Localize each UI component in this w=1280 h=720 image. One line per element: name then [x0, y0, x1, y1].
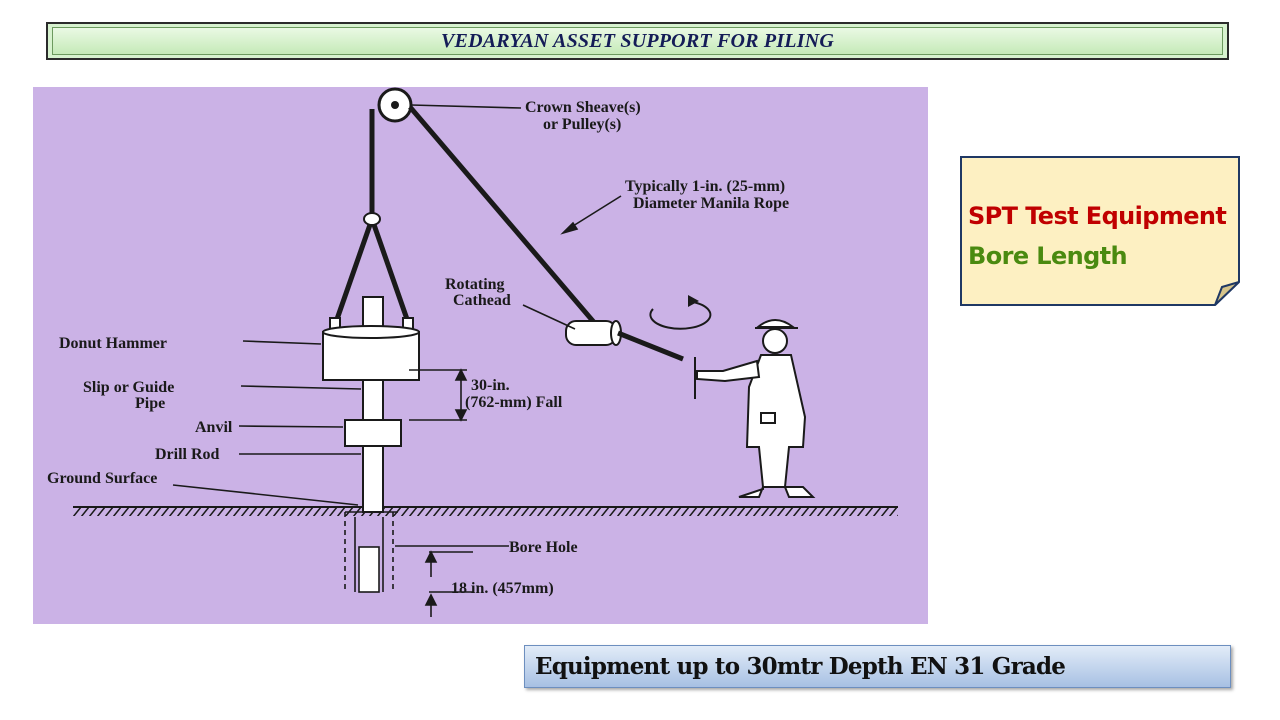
- leader-lines: [172, 104, 622, 617]
- rotating-cathead: [565, 295, 712, 362]
- label-drill-rod: Drill Rod: [155, 446, 220, 463]
- tripod-legs: [333, 109, 411, 323]
- callout-note: SPT Test Equipment Bore Length: [960, 156, 1240, 306]
- label-crown-sheave-2: or Pulley(s): [543, 116, 621, 133]
- ground-surface-line: [73, 506, 898, 516]
- label-fall-2: (762-mm) Fall: [465, 394, 563, 411]
- label-slip-guide-pipe-2: Pipe: [135, 395, 165, 412]
- donut-hammer: [322, 331, 420, 381]
- title-bar: VEDARYAN ASSET SUPPORT FOR PILING: [46, 22, 1229, 60]
- equipment-banner: Equipment up to 30mtr Depth EN 31 Grade: [524, 645, 1231, 688]
- callout-subtitle: Bore Length: [968, 242, 1128, 270]
- page-title: VEDARYAN ASSET SUPPORT FOR PILING: [52, 27, 1223, 55]
- note-shape: [960, 156, 1240, 306]
- worker-figure: [694, 319, 816, 498]
- label-ground-surface: Ground Surface: [47, 470, 157, 487]
- sheave-axle: [391, 101, 399, 109]
- bore-hole: [344, 511, 398, 593]
- label-donut-hammer: Donut Hammer: [59, 335, 167, 352]
- callout-title: SPT Test Equipment: [968, 202, 1227, 230]
- drill-rod: [362, 445, 384, 513]
- label-anvil: Anvil: [195, 419, 233, 436]
- label-cathead-2: Cathead: [453, 292, 511, 309]
- rope-clamp: [363, 212, 381, 226]
- label-fall: 30-in.: [471, 377, 510, 394]
- label-sampler-length: 18 in. (457mm): [451, 580, 554, 597]
- label-bore-hole: Bore Hole: [509, 539, 578, 556]
- donut-hammer-top: [322, 325, 420, 339]
- spt-diagram-svg: Crown Sheave(s) or Pulley(s) Typically 1…: [47, 87, 898, 617]
- label-rope: Typically 1-in. (25-mm): [625, 178, 785, 195]
- slip-guide-pipe: [362, 379, 384, 421]
- label-slip-guide-pipe: Slip or Guide: [83, 379, 174, 396]
- spt-diagram: Crown Sheave(s) or Pulley(s) Typically 1…: [33, 87, 928, 624]
- label-rope-2: Diameter Manila Rope: [633, 195, 789, 212]
- label-crown-sheave: Crown Sheave(s): [525, 99, 641, 116]
- manila-rope: [408, 105, 600, 329]
- anvil: [344, 419, 402, 447]
- label-cathead: Rotating: [445, 276, 505, 293]
